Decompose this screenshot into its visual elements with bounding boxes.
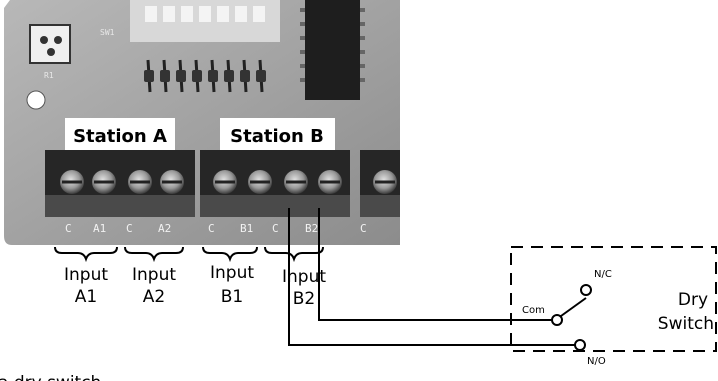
pin-label: C [360, 222, 367, 235]
input-labels: Input A1 Input A2 Input B1 Input B2 [64, 263, 326, 309]
input-b1-line1: Input [210, 263, 254, 283]
wires [288, 208, 575, 346]
switch-symbol [551, 284, 592, 351]
com-terminal [551, 314, 563, 326]
station-b-label: Station B [230, 126, 324, 147]
nc-label: N/C [594, 269, 612, 280]
input-a1-line2: A1 [75, 287, 97, 307]
no-terminal [574, 339, 586, 351]
dry-switch-title-line1: Dry [678, 290, 708, 310]
silk-sw1: SW1 [100, 28, 115, 37]
pin-label: A1 [93, 222, 106, 235]
input-a2-line1: Input [132, 265, 176, 285]
wire-com [318, 208, 552, 321]
input-a2-line2: A2 [143, 287, 165, 307]
input-braces [54, 246, 324, 263]
pin-label: C [272, 222, 279, 235]
pin-label: A2 [158, 222, 171, 235]
wire-no [288, 208, 575, 346]
pin-label: B2 [305, 222, 318, 235]
no-label: N/O [587, 356, 606, 367]
nc-terminal [580, 284, 592, 296]
pin-labels: C A1 C A2 C B1 C B2 C [65, 222, 367, 235]
dry-switch-title-line2: Switch [658, 314, 714, 334]
ic-chip [305, 0, 360, 100]
pin-label: C [208, 222, 215, 235]
com-label: Com [522, 305, 545, 316]
input-a1-line1: Input [64, 265, 108, 285]
terminal-blocks [45, 150, 400, 217]
pin-label: C [65, 222, 72, 235]
pin-label: B1 [240, 222, 253, 235]
switch-lever [560, 297, 587, 317]
r1-component [29, 24, 71, 64]
input-b2-line1: Input [282, 267, 326, 287]
mounting-hole [26, 90, 46, 110]
silk-r1: R1 [44, 71, 54, 80]
dry-switch-box [510, 246, 717, 352]
terminal-screws [60, 170, 397, 194]
input-b2-line2: B2 [293, 289, 315, 309]
pin-label: C [126, 222, 133, 235]
input-b1-line2: B1 [221, 287, 243, 307]
station-a-label: Station A [73, 126, 167, 147]
circuit-board-photo: R1 SW1 Station A Station B [0, 0, 400, 248]
caption-text: a dry switch [0, 373, 101, 381]
